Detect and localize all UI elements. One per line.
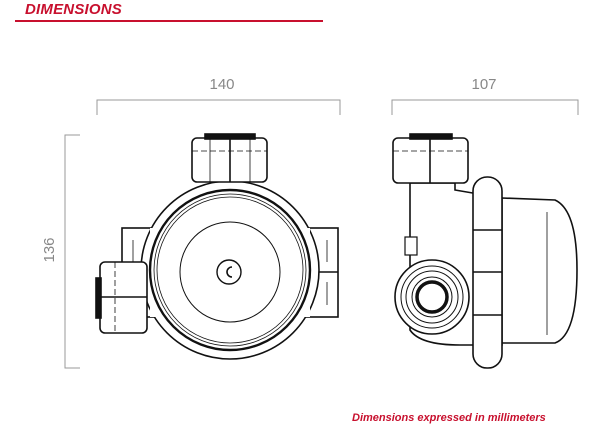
outlet-port — [394, 259, 470, 335]
depth-dimension-label: 107 — [471, 76, 496, 93]
depth-dimension-line — [391, 99, 579, 115]
dome-cover — [501, 197, 578, 344]
left-union-nut — [95, 261, 148, 334]
width-dimension-label: 140 — [209, 76, 234, 93]
height-dimension-line — [64, 134, 80, 369]
units-footnote: Dimensions expressed in millimeters — [352, 412, 546, 424]
width-dimension-line — [96, 99, 341, 115]
dimension-lines — [64, 99, 579, 369]
top-union-nut-side — [392, 133, 469, 184]
front-view — [95, 133, 339, 360]
side-view — [392, 133, 578, 369]
height-dimension-label: 136 — [41, 237, 58, 262]
section-title: DIMENSIONS — [25, 1, 123, 18]
center-knob — [216, 259, 242, 285]
title-underline — [15, 20, 323, 22]
cover-center — [179, 221, 281, 323]
top-union-nut — [191, 133, 268, 183]
